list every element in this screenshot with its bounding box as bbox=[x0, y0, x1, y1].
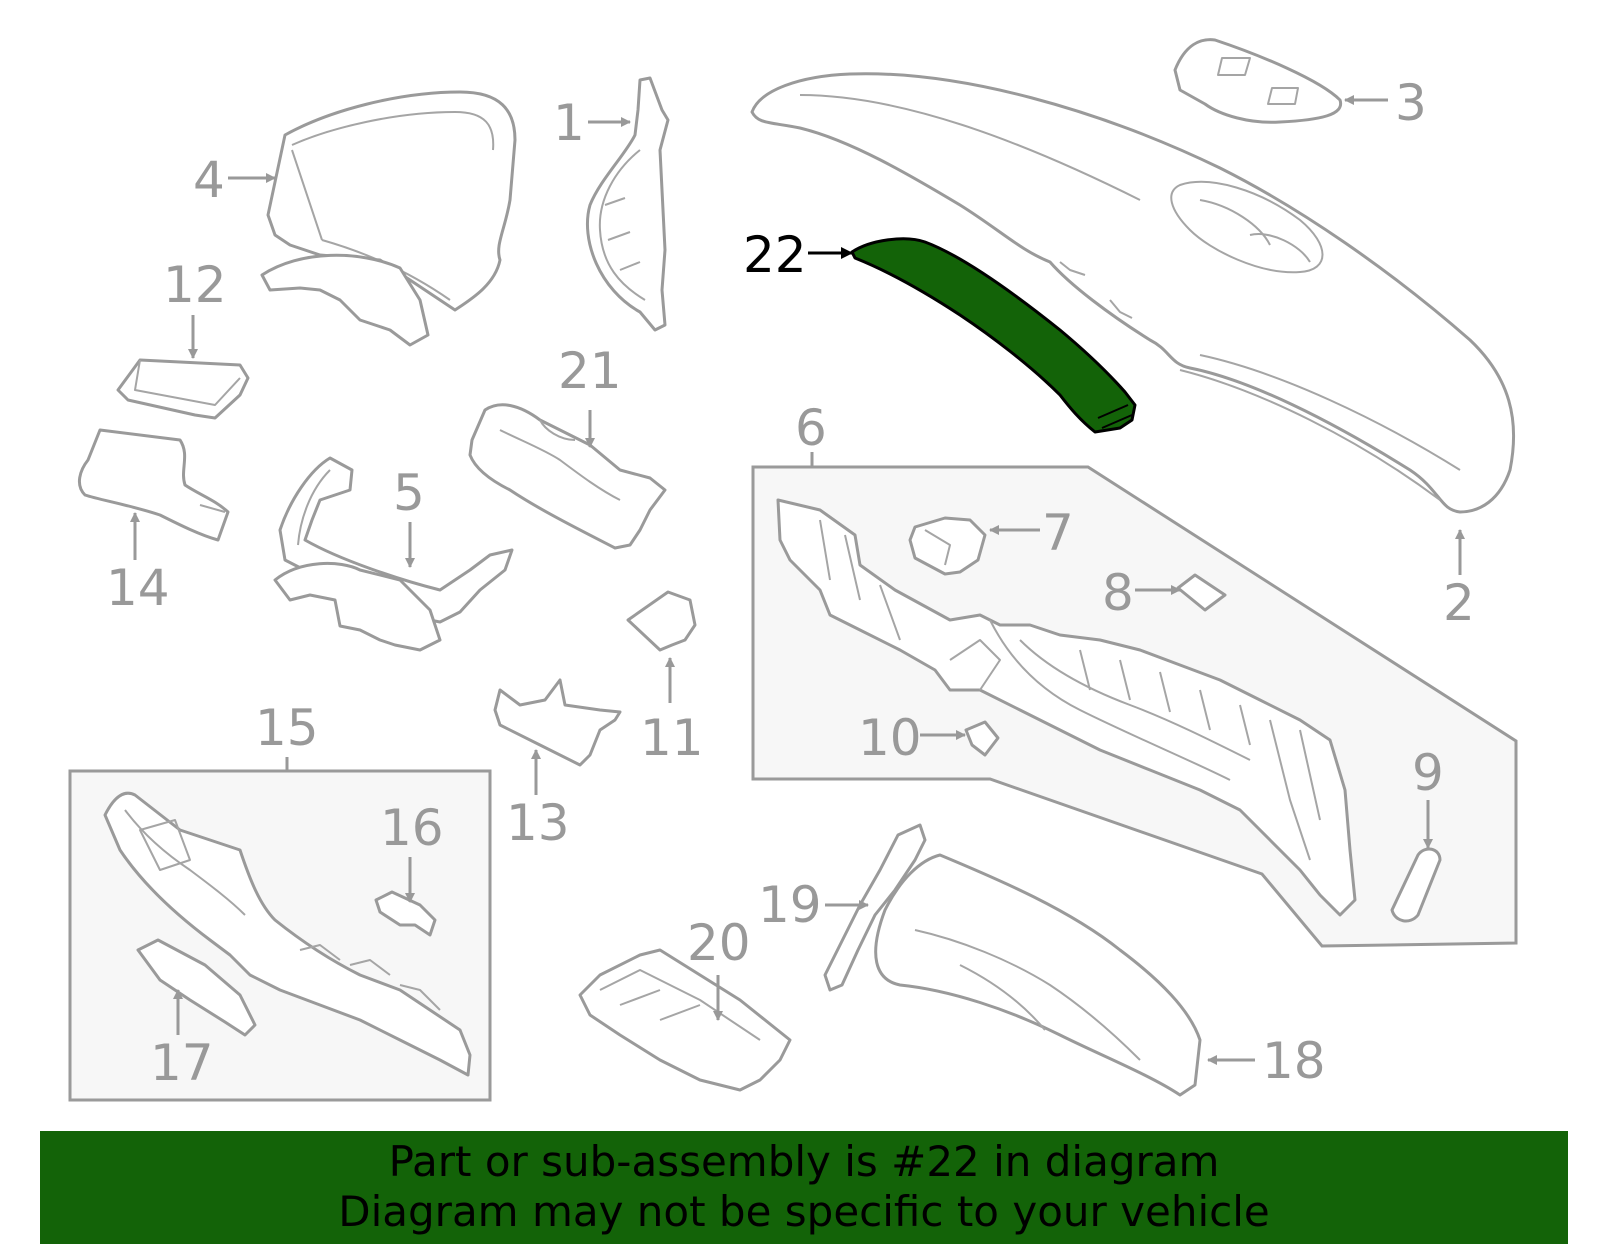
part-16 bbox=[374, 890, 437, 937]
banner-line-1: Part or sub-assembly is #22 in diagram bbox=[388, 1137, 1220, 1186]
part-15-glove-box bbox=[103, 791, 472, 1077]
part-2-instrument-panel bbox=[750, 72, 1516, 514]
part-14 bbox=[77, 428, 230, 542]
callout-15: 15 bbox=[255, 699, 319, 757]
callout-6: 6 bbox=[795, 399, 827, 457]
part-5-lower-panel bbox=[273, 456, 514, 652]
info-banner: Part or sub-assembly is #22 in diagram D… bbox=[40, 1131, 1568, 1244]
part-18 bbox=[874, 853, 1202, 1097]
callout-2: 2 bbox=[1443, 574, 1475, 632]
part-1-bracket bbox=[585, 76, 670, 332]
callout-5: 5 bbox=[393, 464, 425, 522]
callout-17: 17 bbox=[150, 1034, 214, 1092]
part-10 bbox=[964, 720, 1000, 757]
callout-12: 12 bbox=[163, 256, 227, 314]
callout-13: 13 bbox=[506, 794, 570, 852]
part-6-crossbeam bbox=[776, 498, 1357, 917]
part-13 bbox=[493, 678, 622, 767]
callout-16: 16 bbox=[380, 799, 444, 857]
callout-9: 9 bbox=[1412, 744, 1444, 802]
callout-10: 10 bbox=[858, 709, 922, 767]
part-21 bbox=[468, 403, 667, 550]
banner-line-2: Diagram may not be specific to your vehi… bbox=[338, 1187, 1270, 1236]
callout-8: 8 bbox=[1102, 564, 1134, 622]
part-20 bbox=[578, 948, 792, 1092]
callout-4: 4 bbox=[193, 151, 225, 209]
part-12 bbox=[116, 358, 250, 420]
part-7 bbox=[908, 516, 987, 576]
part-22-highlighted bbox=[850, 237, 1137, 434]
part-4-cluster-bezel bbox=[260, 90, 517, 347]
part-11 bbox=[626, 590, 697, 652]
callout-11: 11 bbox=[640, 709, 704, 767]
callout-19: 19 bbox=[758, 876, 822, 934]
part-8 bbox=[1176, 573, 1227, 612]
callout-1: 1 bbox=[553, 94, 585, 152]
callout-labels: 1 2 3 4 5 6 7 8 9 10 11 12 13 14 15 16 1… bbox=[106, 74, 1475, 1092]
callout-14: 14 bbox=[106, 559, 170, 617]
part-19 bbox=[823, 823, 927, 992]
callout-21: 21 bbox=[558, 342, 622, 400]
callout-22: 22 bbox=[743, 226, 807, 284]
part-9 bbox=[1390, 847, 1442, 923]
callout-3: 3 bbox=[1395, 74, 1427, 132]
callout-7: 7 bbox=[1042, 504, 1074, 562]
callout-20: 20 bbox=[687, 914, 751, 972]
callout-18: 18 bbox=[1262, 1032, 1326, 1090]
part-3-trim bbox=[1173, 38, 1343, 124]
leader-lines bbox=[130, 95, 1465, 1065]
